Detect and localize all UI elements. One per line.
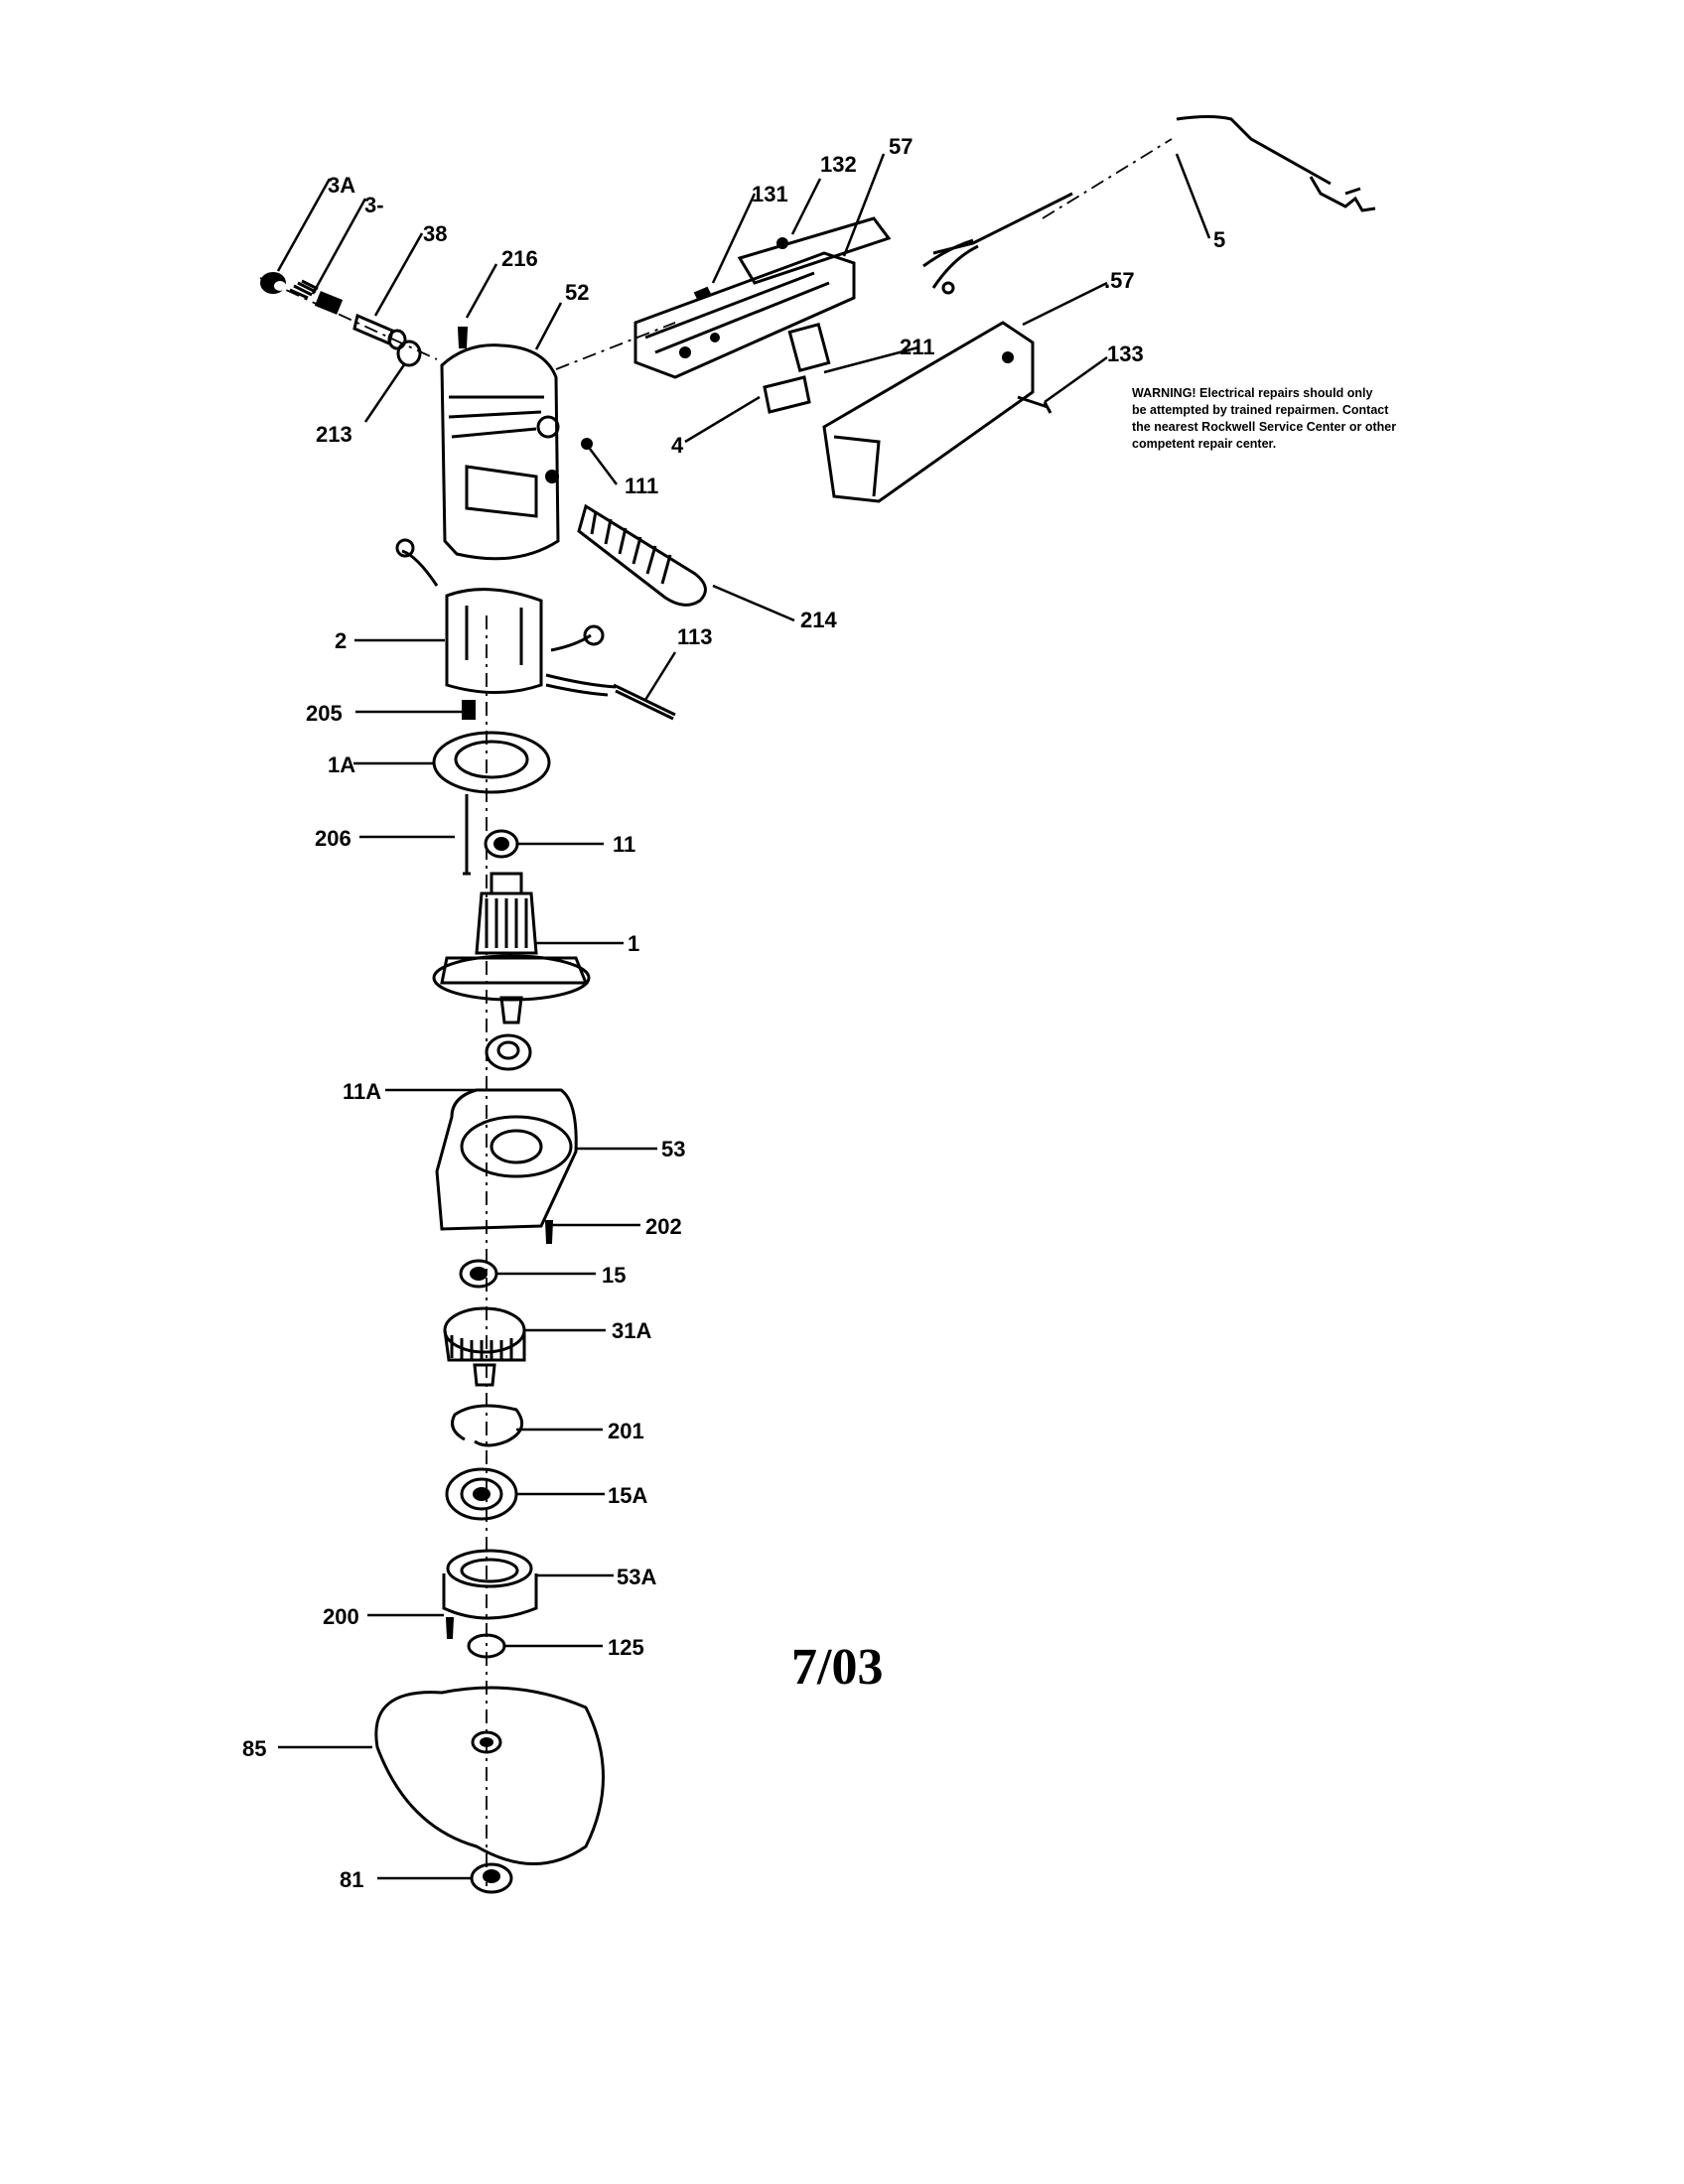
leader-lines	[276, 153, 1211, 1880]
label-5: 5	[1213, 227, 1225, 252]
handle-axis	[555, 322, 676, 370]
warning-note: WARNING! Electrical repairs should only …	[1132, 386, 1396, 451]
label-213: 213	[316, 422, 352, 447]
label-201: 201	[608, 1419, 644, 1443]
brush-cap-part	[260, 272, 286, 294]
warning-line-3: the nearest Rockwell Service Center or o…	[1132, 420, 1396, 434]
label-113: 113	[677, 624, 713, 649]
label-85: 85	[242, 1736, 266, 1761]
washer-213-part	[396, 340, 422, 367]
screw-133-part	[1017, 395, 1052, 414]
bearing-15a-part	[445, 1467, 518, 1521]
label-81: 81	[340, 1867, 363, 1892]
warning-line-1: WARNING! Electrical repairs should only	[1132, 386, 1372, 400]
part-205	[462, 700, 476, 720]
gear-31a-part	[443, 1306, 526, 1387]
label-57a: 57	[889, 134, 912, 159]
bearing-15-part	[459, 1259, 498, 1289]
pad-85-part	[374, 1686, 605, 1865]
label-214: 214	[800, 608, 837, 632]
label-202: 202	[645, 1214, 682, 1239]
spindle-housing-part	[442, 1549, 538, 1620]
label-52: 52	[565, 280, 589, 305]
label-111: 111	[625, 474, 658, 498]
pin-113-part	[613, 683, 676, 721]
switch-housing-part	[633, 251, 856, 379]
label-11a: 11A	[343, 1079, 381, 1104]
motor-housing-part	[440, 343, 593, 561]
nut-81-part	[470, 1862, 513, 1894]
brush-part	[289, 279, 344, 315]
label-31a: 31A	[612, 1318, 651, 1343]
label-216: 216	[501, 246, 538, 271]
warning-line-2: be attempted by trained repairmen. Conta…	[1132, 403, 1389, 417]
label-4: 4	[671, 433, 684, 458]
label-15a: 15A	[608, 1483, 647, 1508]
label-1: 1	[628, 931, 639, 956]
label-53a: 53A	[617, 1565, 656, 1589]
brush-axis	[259, 277, 438, 360]
armature-part	[432, 872, 591, 1024]
label-132: 132	[820, 152, 857, 177]
handle-half-57b-part	[822, 321, 1035, 503]
screw-131-part	[693, 286, 712, 301]
baffle-ring-part	[432, 731, 551, 794]
label-205: 205	[306, 701, 343, 726]
label-125: 125	[608, 1635, 644, 1660]
label-131: 131	[752, 182, 788, 206]
label-15: 15	[602, 1263, 626, 1288]
screw-200-part	[445, 1617, 455, 1639]
gear-housing-part	[435, 1088, 578, 1231]
label-3a: 3A	[328, 173, 355, 198]
label-57b: .57	[1104, 268, 1135, 293]
label-38: 38	[423, 221, 447, 246]
screw-202-part	[544, 1220, 554, 1244]
handle-half-57-part	[737, 216, 892, 285]
side-handle-part	[577, 503, 707, 607]
power-cord-part	[922, 115, 1376, 295]
retaining-ring-part	[451, 1404, 524, 1447]
warning-line-4: competent repair center.	[1132, 437, 1276, 451]
screw-216-part	[457, 327, 469, 348]
revision-date: 7/03	[791, 1639, 883, 1696]
label-53: 53	[661, 1137, 685, 1161]
label-206: 206	[315, 826, 351, 851]
label-200: 200	[323, 1604, 359, 1629]
switch-211-part	[763, 322, 831, 414]
label-3: 3-	[364, 193, 384, 217]
label-2: 2	[335, 628, 347, 653]
label-211: 211	[900, 335, 935, 359]
label-11: 11	[613, 832, 635, 857]
cord-axis	[1042, 138, 1173, 219]
label-133: 133	[1107, 341, 1144, 366]
field-coil-part	[395, 538, 617, 697]
bearing-11-part	[484, 829, 519, 859]
long-screw-206-part	[463, 794, 471, 876]
brush-holder-part	[352, 313, 407, 350]
label-1a: 1A	[328, 752, 355, 777]
bearing-11a-part	[485, 1033, 532, 1071]
